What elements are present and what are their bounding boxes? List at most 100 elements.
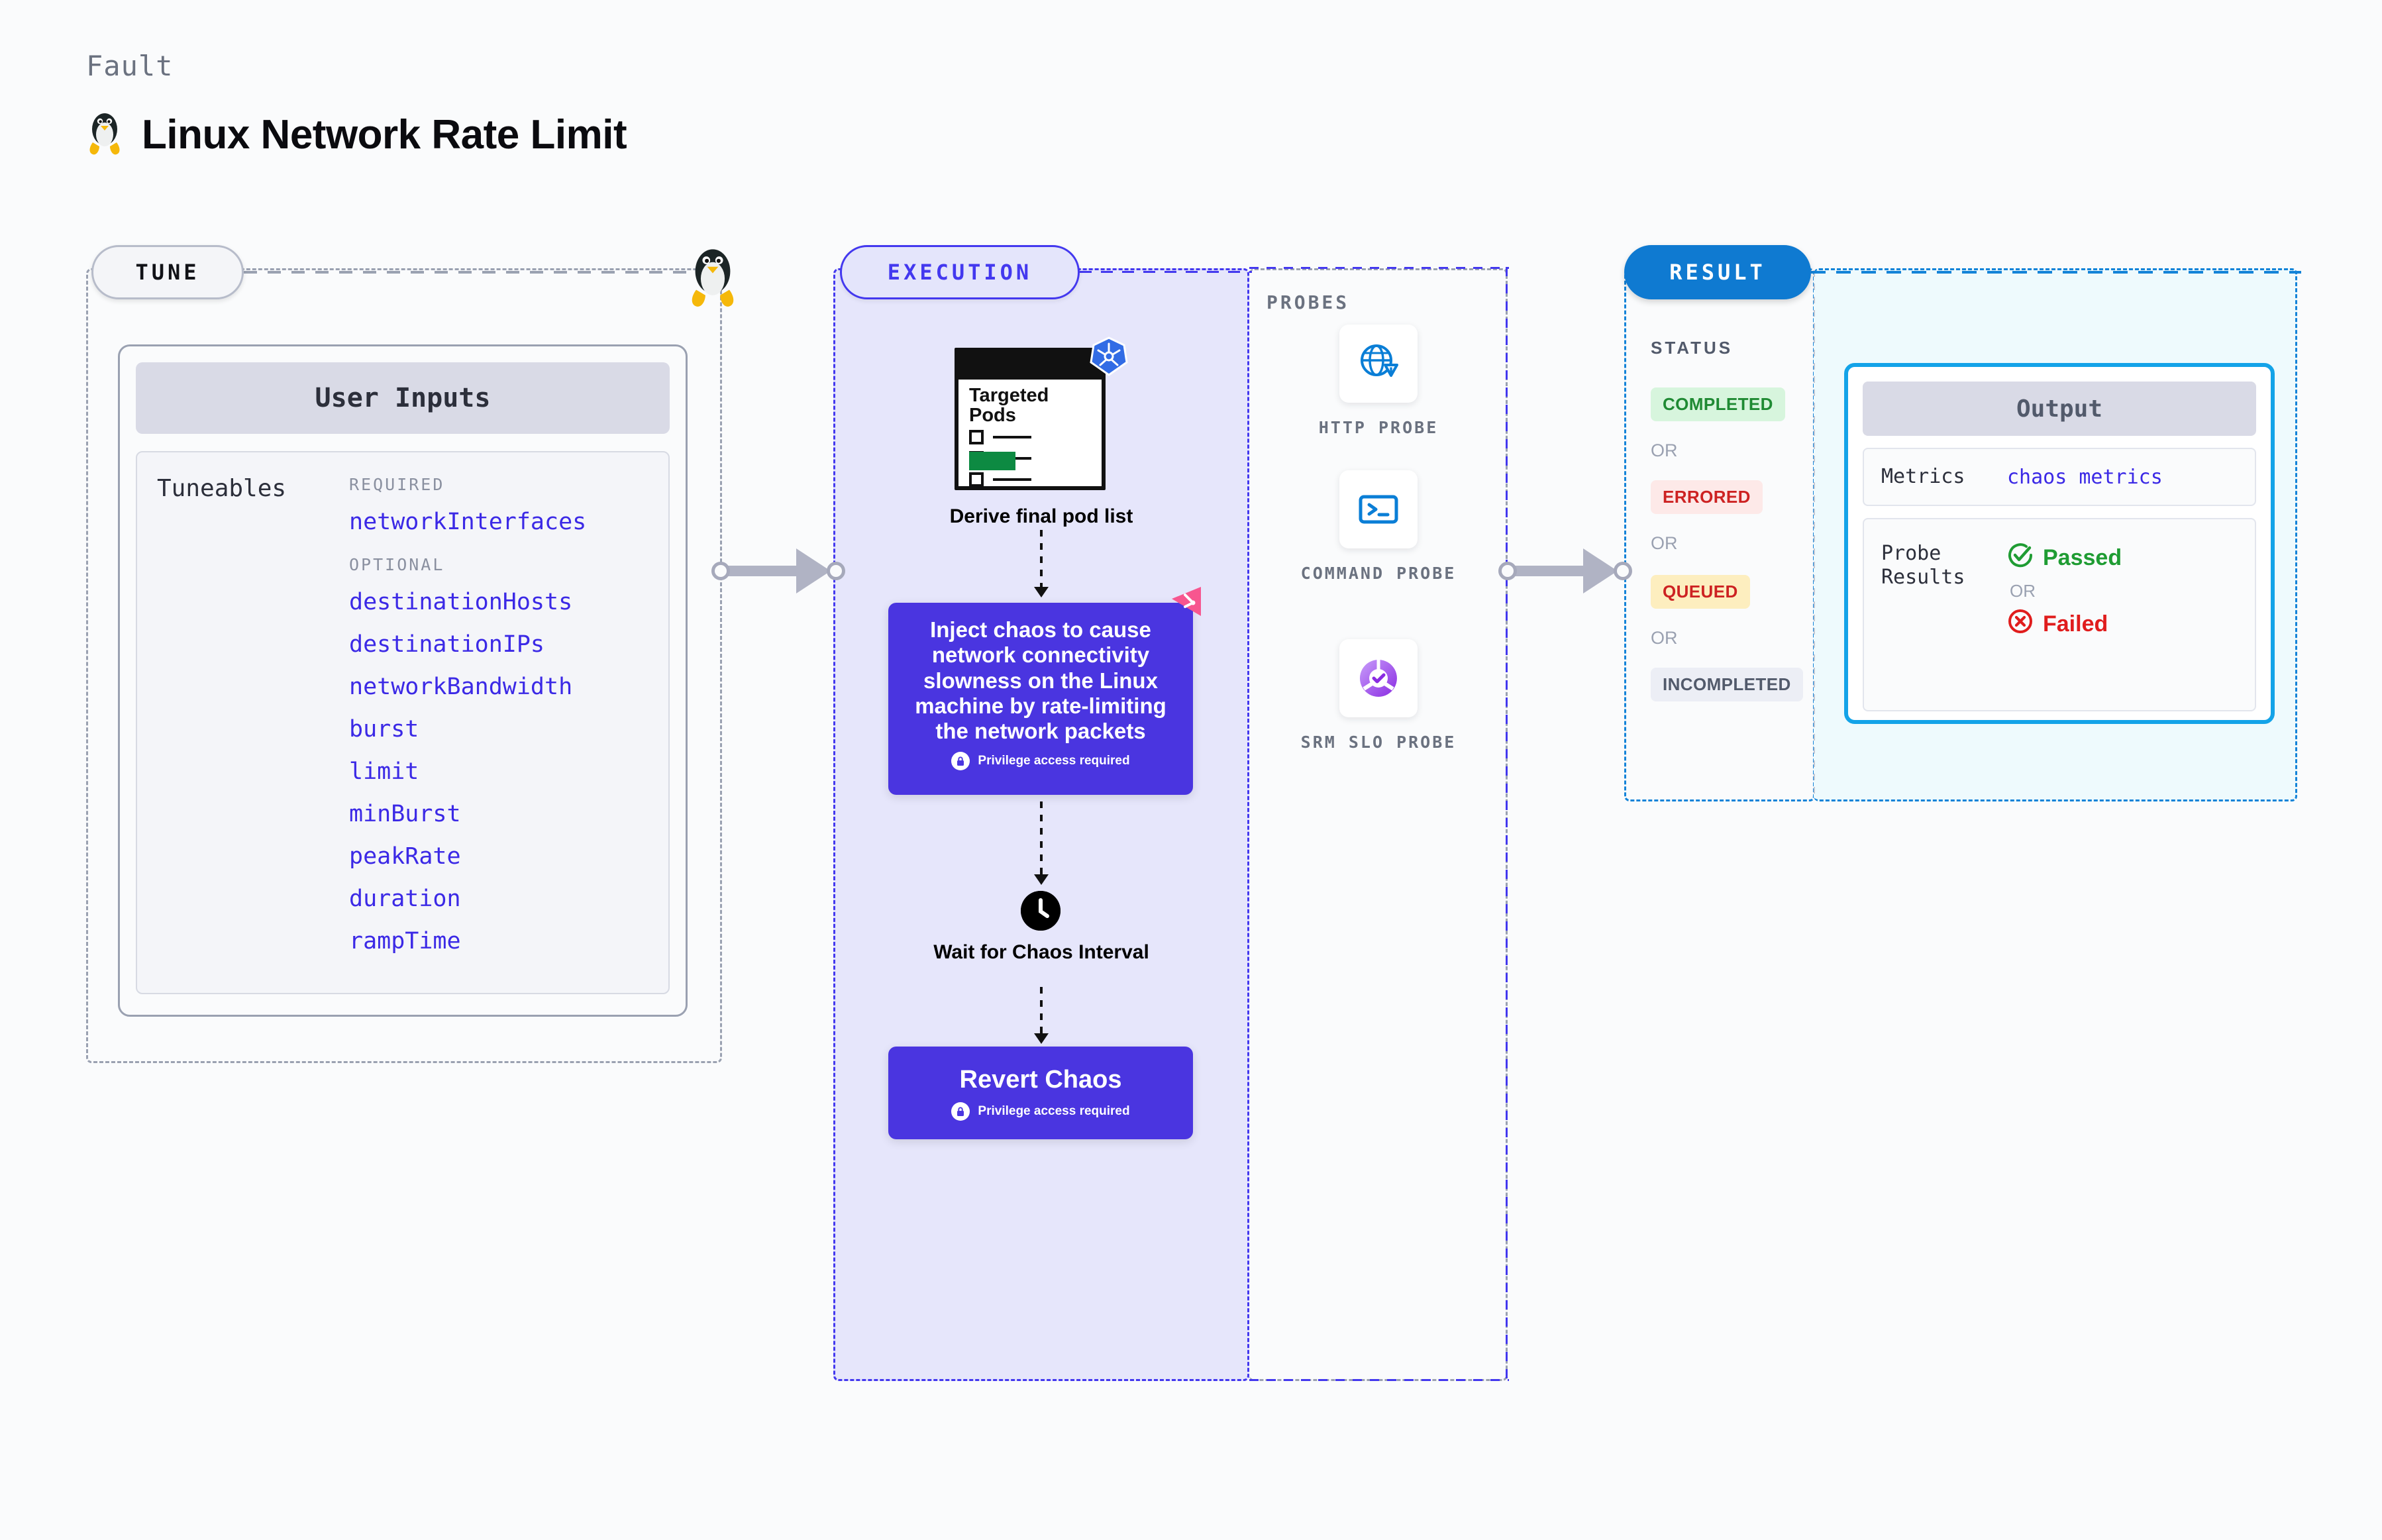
kubernetes-icon: [1088, 336, 1129, 377]
page-title: Linux Network Rate Limit: [142, 112, 627, 158]
status-badge: INCOMPLETED: [1651, 668, 1803, 701]
probes-label: PROBES: [1267, 291, 1350, 313]
privilege-note: Privilege access required: [951, 1102, 1130, 1121]
x-circle-icon: [2007, 608, 2034, 641]
check-circle-icon: [2007, 542, 2034, 574]
status-label: STATUS: [1651, 338, 1734, 358]
execution-connector-line: [1080, 271, 1252, 273]
privilege-note: Privilege access required: [913, 752, 1168, 771]
probes-region-top-border: [1249, 267, 1509, 269]
probe-results-key: Probe Results: [1881, 542, 1965, 589]
output-card: Output Metrics chaos metrics Probe Resul…: [1844, 363, 2275, 724]
pods-list-item: [969, 430, 1031, 444]
status-badge: QUEUED: [1651, 575, 1750, 609]
tune-section-tag: TUNE: [91, 245, 244, 299]
tuneables-label: Tuneables: [157, 475, 287, 502]
tuneable-item[interactable]: duration: [349, 886, 461, 912]
probe-results-row: Probe Results Passed OR: [1863, 518, 2256, 711]
lock-icon: [951, 752, 970, 771]
tuneables-panel: Tuneables REQUIRED networkInterfaces OPT…: [136, 451, 670, 994]
probe-item-command[interactable]: COMMAND PROBE: [1249, 470, 1508, 584]
tuneables-list: REQUIRED networkInterfaces OPTIONAL dest…: [349, 475, 586, 993]
tuneables-group-required-label: REQUIRED: [349, 475, 445, 494]
execution-section-tag: EXECUTION: [840, 245, 1080, 299]
status-badge: ERRORED: [1651, 480, 1763, 514]
or-separator: OR: [1651, 440, 1678, 460]
pods-card-topbar: [958, 352, 1102, 380]
inject-chaos-card: Inject chaos to cause network connectivi…: [888, 587, 1201, 795]
page-eyebrow: Fault: [86, 50, 174, 82]
page-title-row: Linux Network Rate Limit: [86, 109, 627, 160]
lock-icon: [951, 1102, 970, 1121]
flow-arrowhead: [1034, 587, 1049, 597]
clock-icon: [1021, 891, 1061, 931]
execution-flow: Targeted Pods Derive final pod list: [833, 268, 1249, 1381]
pods-progress-bar: [969, 452, 1015, 470]
derive-pod-list-label: Derive final pod list: [949, 505, 1133, 527]
probe-item-srm-slo[interactable]: SRM SLO PROBE: [1249, 639, 1508, 752]
connector-bar: [1514, 566, 1588, 576]
pods-line: [993, 436, 1031, 438]
wait-for-chaos-label: Wait for Chaos Interval: [933, 941, 1149, 963]
checkbox-icon: [969, 430, 984, 444]
globe-warning-icon: [1339, 325, 1418, 403]
connector-bar: [727, 566, 802, 576]
status-badge: COMPLETED: [1651, 387, 1785, 421]
metrics-row: Metrics chaos metrics: [1863, 448, 2256, 506]
probe-result-passed: Passed: [2007, 542, 2122, 574]
connector-arrowhead: [796, 548, 831, 593]
result-section-tag: RESULT: [1624, 245, 1811, 299]
flow-connector: [1040, 987, 1043, 1035]
connector-arrowhead: [1583, 548, 1618, 593]
probes-region-bottom-border: [1249, 1379, 1509, 1381]
result-connector-line: [1811, 271, 2301, 274]
terminal-icon: [1339, 470, 1418, 548]
tuneable-item[interactable]: burst: [349, 716, 419, 743]
tuneable-item[interactable]: networkInterfaces: [349, 509, 587, 535]
tuneable-item[interactable]: minBurst: [349, 801, 461, 827]
probe-results-values: Passed OR Failed: [2007, 542, 2122, 710]
flow-arrowhead: [1034, 874, 1049, 885]
flow-connector: [1040, 801, 1043, 876]
metrics-key: Metrics: [1881, 465, 1965, 488]
probe-label: HTTP PROBE: [1318, 418, 1439, 437]
tune-region: [86, 268, 722, 1063]
connector-end-dot: [827, 562, 845, 580]
privilege-note-text: Privilege access required: [978, 754, 1130, 768]
or-separator: OR: [2010, 581, 2036, 601]
privilege-note-text: Privilege access required: [978, 1104, 1130, 1118]
or-separator: OR: [1651, 533, 1678, 553]
probe-item-http[interactable]: HTTP PROBE: [1249, 325, 1508, 438]
tuneables-group-optional-label: OPTIONAL: [349, 555, 445, 574]
connector-start-dot: [711, 562, 730, 580]
metrics-value[interactable]: chaos metrics: [2007, 465, 2163, 489]
tuneable-item[interactable]: rampTime: [349, 928, 461, 954]
tuneable-item[interactable]: peakRate: [349, 843, 461, 870]
or-separator: OR: [1651, 628, 1678, 648]
inject-chaos-text: Inject chaos to cause network connectivi…: [915, 617, 1166, 744]
litmus-icon: [1165, 583, 1208, 625]
linux-tux-icon: [86, 109, 123, 160]
tuneable-item[interactable]: destinationHosts: [349, 589, 573, 615]
connector-start-dot: [1498, 562, 1517, 580]
targeted-pods-card: Targeted Pods: [955, 348, 1106, 490]
probes-region-right-border: [1506, 267, 1508, 1381]
flow-connector: [1040, 530, 1043, 588]
execution-to-result-arrow: [1498, 548, 1632, 593]
revert-chaos-title: Revert Chaos: [959, 1065, 1122, 1094]
probe-label: COMMAND PROBE: [1300, 564, 1457, 583]
targeted-pods-title: Targeted Pods: [969, 385, 1049, 426]
tuneable-item[interactable]: limit: [349, 758, 419, 785]
flow-arrowhead: [1034, 1033, 1049, 1044]
checkbox-icon: [969, 472, 984, 487]
tune-to-execution-arrow: [711, 548, 845, 593]
linux-tux-icon: [682, 244, 743, 310]
pods-line: [993, 478, 1031, 481]
tuneable-item[interactable]: networkBandwidth: [349, 674, 573, 700]
user-inputs-title: User Inputs: [136, 362, 670, 434]
probe-result-failed: Failed: [2007, 608, 2122, 641]
revert-chaos-card: Revert Chaos Privilege access required: [888, 1047, 1193, 1139]
result-region-divider: [1814, 270, 1815, 799]
tuneable-item[interactable]: destinationIPs: [349, 631, 545, 658]
slo-donut-check-icon: [1339, 639, 1418, 717]
